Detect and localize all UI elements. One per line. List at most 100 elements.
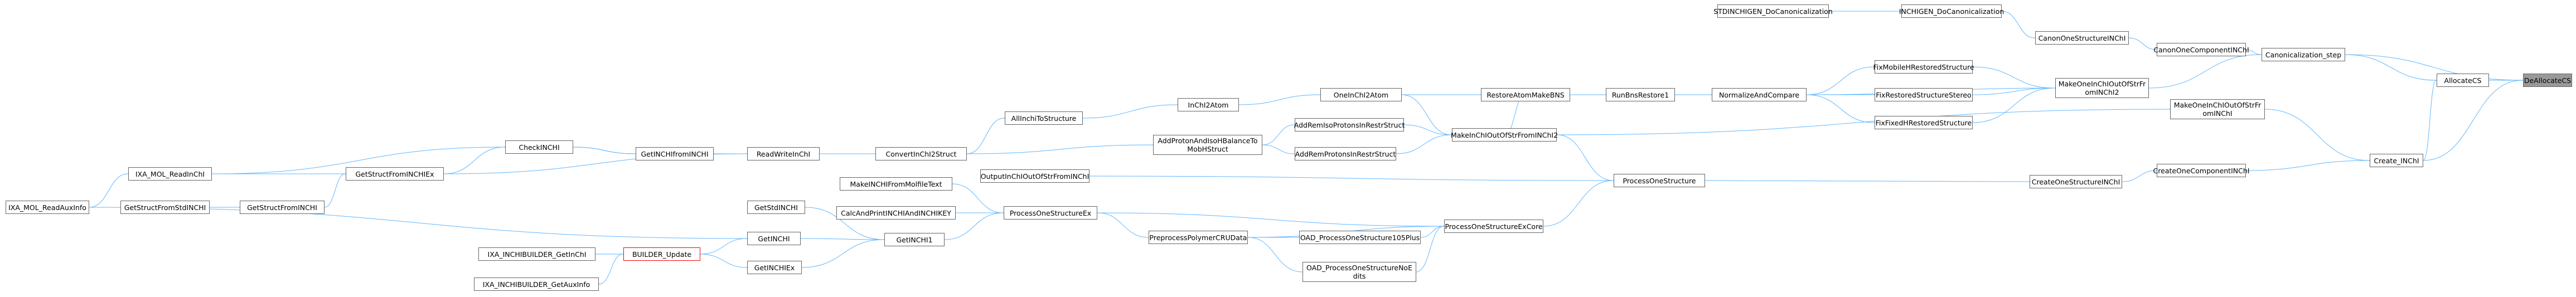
edge-getstdinchi-to-getinchi1 — [805, 207, 889, 242]
node-label: FixMobileHRestoredStructure — [1873, 62, 1974, 71]
node-allocate[interactable]: AllocateCS — [2437, 74, 2489, 87]
node-add-remprot[interactable]: AddRemProtonsInRestrStruct — [1295, 147, 1396, 160]
node-fix-stereo[interactable]: FixRestoredStructureStereo — [1875, 88, 1973, 101]
node-calc-print[interactable]: CalcAndPrintINCHIAndINCHIKEY — [836, 206, 956, 220]
node-fix-mobile[interactable]: FixMobileHRestoredStructure — [1873, 60, 1974, 74]
node-label: Canonicalization_step — [2265, 50, 2342, 59]
node-one-inchi2atom[interactable]: OneInChI2Atom — [1320, 88, 1402, 101]
node-make-inchi-out-str[interactable]: MakeInChIOutOfStrFromINChI2 — [1451, 128, 1558, 142]
edge-oad-noedits-to-process-one-ex-core — [1416, 223, 1449, 272]
node-label: MakeOneInChIOutOfStrFromINChI — [2173, 101, 2262, 118]
node-label: GetStructFromINCHIEx — [355, 169, 434, 178]
node-getinchi[interactable]: GetINCHI — [747, 232, 801, 245]
node-getstdinchi[interactable]: GetStdINCHI — [747, 201, 805, 214]
node-allinchi[interactable]: AllInchiToStructure — [1005, 111, 1083, 125]
node-label: MakeOneInChIOutOfStrFromINChI2 — [2058, 80, 2146, 96]
node-label: RestoreAtomMakeBNS — [1486, 90, 1565, 99]
node-label: ProcessOneStructureExCore — [1445, 222, 1543, 231]
node-label: CreateOneStructureINChI — [2031, 177, 2120, 186]
node-make-one-inchi-out[interactable]: MakeOneInChIOutOfStrFromINChI — [2170, 99, 2265, 119]
edge-one-inchi2atom-to-make-inchi-out-str — [1401, 94, 1456, 138]
node-getinchi1[interactable]: GetINCHI1 — [884, 233, 945, 246]
edge-getinchi-to-getinchi1 — [800, 237, 889, 242]
node-label: GetStructFromINCHI — [247, 203, 317, 212]
node-label: GetINCHI — [758, 234, 790, 243]
node-process-one-ex[interactable]: ProcessOneStructureEx — [1004, 206, 1097, 220]
node-canon-struct[interactable]: CanonOneStructureINChI — [2035, 31, 2129, 45]
node-label: OAD_ProcessOneStructureNoEdits — [1306, 264, 1412, 280]
edge-preprocess-polymer-to-process-one-ex — [1093, 210, 1149, 238]
edge-getinchi1-to-process-one-ex — [944, 210, 1008, 240]
node-process-one[interactable]: ProcessOneStructure — [1614, 174, 1705, 187]
node-getstruct-ex[interactable]: GetStructFromINCHIEx — [346, 167, 444, 181]
node-canon-comp[interactable]: CanonOneComponentINChI — [2153, 43, 2249, 56]
node-make-one-inchi-out2[interactable]: MakeOneInChIOutOfStrFromINChI2 — [2055, 78, 2149, 98]
edge-add-remiso-to-make-inchi-out-str — [1403, 124, 1456, 138]
node-ixa-readauxinfo[interactable]: IXA_MOL_ReadAuxInfo — [6, 201, 89, 214]
node-convert[interactable]: ConvertInChI2Struct — [875, 147, 967, 160]
node-label: AddRemIsoProtonsInRestrStruct — [1294, 120, 1405, 129]
node-getinchi-from-inchi[interactable]: GetINCHIfromINCHI — [636, 147, 714, 160]
node-label: IXA_INCHIBUILDER_GetAuxInfo — [482, 280, 590, 289]
node-label: OneInChI2Atom — [1333, 90, 1389, 99]
node-label: AllInchiToStructure — [1011, 114, 1077, 123]
node-inchigen-docanon[interactable]: INCHIGEN_DoCanonicalization — [1899, 4, 2004, 18]
node-add-proton[interactable]: AddProtonAndIsoHBalanceToMobHStruct — [1153, 135, 1262, 155]
edge-output-inchi-to-process-one — [1089, 176, 1618, 183]
edge-create-inchi-to-allocate — [2423, 77, 2441, 161]
node-stdinchigen-docanon[interactable]: STDINCHIGEN_DoCanonicalization — [1713, 4, 1833, 18]
node-add-remiso[interactable]: AddRemIsoProtonsInRestrStruct — [1294, 118, 1405, 132]
node-ixa-getauxinfo[interactable]: IXA_INCHIBUILDER_GetAuxInfo — [474, 277, 599, 291]
edge-canon-struct-to-canon-comp — [2128, 37, 2161, 52]
node-label: CalcAndPrintINCHIAndINCHIKEY — [841, 208, 951, 217]
edge-canon-step-to-allocate — [2345, 54, 2441, 83]
node-inchi2atom[interactable]: InChI2Atom — [1178, 98, 1239, 111]
edge-normalize-to-fix-fixedh — [1806, 94, 1879, 125]
node-oad-noedits[interactable]: OAD_ProcessOneStructureNoEdits — [1302, 262, 1416, 282]
node-oad-105[interactable]: OAD_ProcessOneStructure105Plus — [1299, 231, 1421, 244]
node-getinchiex[interactable]: GetINCHIEx — [747, 261, 802, 274]
edge-add-proton-to-add-remprot — [1262, 144, 1299, 157]
node-label: IXA_INCHIBUILDER_GetInChI — [487, 250, 587, 259]
edge-create-comp-to-create-inchi — [2245, 158, 2374, 171]
node-label: IXA_MOL_ReadInChI — [135, 169, 205, 178]
edge-create-inchi-to-deallocate — [2423, 77, 2527, 161]
node-read-write[interactable]: ReadWriteInChI — [747, 147, 820, 160]
edge-make-one-inchi-out2-to-canon-step — [2148, 52, 2266, 89]
node-process-one-ex-core[interactable]: ProcessOneStructureExCore — [1444, 220, 1543, 233]
node-label: AllocateCS — [2444, 76, 2482, 85]
edge-process-one-ex-to-process-one-ex-core — [1097, 212, 1449, 229]
node-make-inchi-molfile[interactable]: MakeINCHIFromMolfileText — [840, 177, 952, 191]
node-create-inchi[interactable]: Create_INChI — [2370, 154, 2423, 167]
node-builder-update[interactable]: BUILDER_Update — [623, 247, 700, 261]
edge-builder-update-to-getinchi — [700, 236, 752, 255]
node-label: AddProtonAndIsoHBalanceToMobHStruct — [1158, 137, 1258, 153]
edge-add-remprot-to-make-inchi-out-str — [1396, 132, 1456, 154]
edge-make-one-inchi-out-to-create-inchi — [2264, 109, 2374, 163]
node-create-struct[interactable]: CreateOneStructureINChI — [2030, 175, 2122, 188]
node-label: CanonOneComponentINChI — [2153, 45, 2249, 54]
node-deallocate[interactable]: DeAllocateCS — [2523, 74, 2572, 87]
node-label: NormalizeAndCompare — [1718, 90, 1800, 99]
node-run-bns[interactable]: RunBnsRestore1 — [1606, 88, 1675, 101]
node-ixa-readinchi[interactable]: IXA_MOL_ReadInChI — [128, 167, 212, 181]
node-restore-atom[interactable]: RestoreAtomMakeBNS — [1481, 88, 1570, 101]
node-output-inchi[interactable]: OutputInChIOutOfStrFromINChI — [980, 169, 1090, 183]
edge-make-inchi-molfile-to-process-one-ex — [952, 183, 1008, 216]
node-getstruct-std[interactable]: GetStructFromStdINCHI — [120, 201, 210, 214]
node-check-inchi[interactable]: CheckINCHI — [505, 140, 573, 154]
node-label: AddRemProtonsInRestrStruct — [1295, 149, 1396, 158]
edge-normalize-to-fix-mobile — [1806, 64, 1879, 95]
node-getstruct[interactable]: GetStructFromINCHI — [240, 201, 325, 214]
node-create-comp[interactable]: CreateOneComponentINChI — [2153, 164, 2249, 177]
node-normalize[interactable]: NormalizeAndCompare — [1712, 88, 1807, 101]
edge-inchi2atom-to-one-inchi2atom — [1238, 92, 1325, 105]
node-canon-step[interactable]: Canonicalization_step — [2262, 48, 2345, 61]
node-preprocess-polymer[interactable]: PreprocessPolymerCRUData — [1149, 231, 1248, 244]
edge-ixa-getauxinfo-to-builder-update — [598, 251, 628, 285]
node-ixa-getinchi[interactable]: IXA_INCHIBUILDER_GetInChI — [478, 247, 595, 261]
node-fix-fixedh[interactable]: FixFixedHRestoredStructure — [1875, 116, 1973, 129]
edge-fix-fixedh-to-make-one-inchi-out2 — [1972, 85, 2060, 123]
edge-canon-step-to-deallocate — [2345, 54, 2527, 83]
node-label: ProcessOneStructureEx — [1009, 208, 1092, 217]
